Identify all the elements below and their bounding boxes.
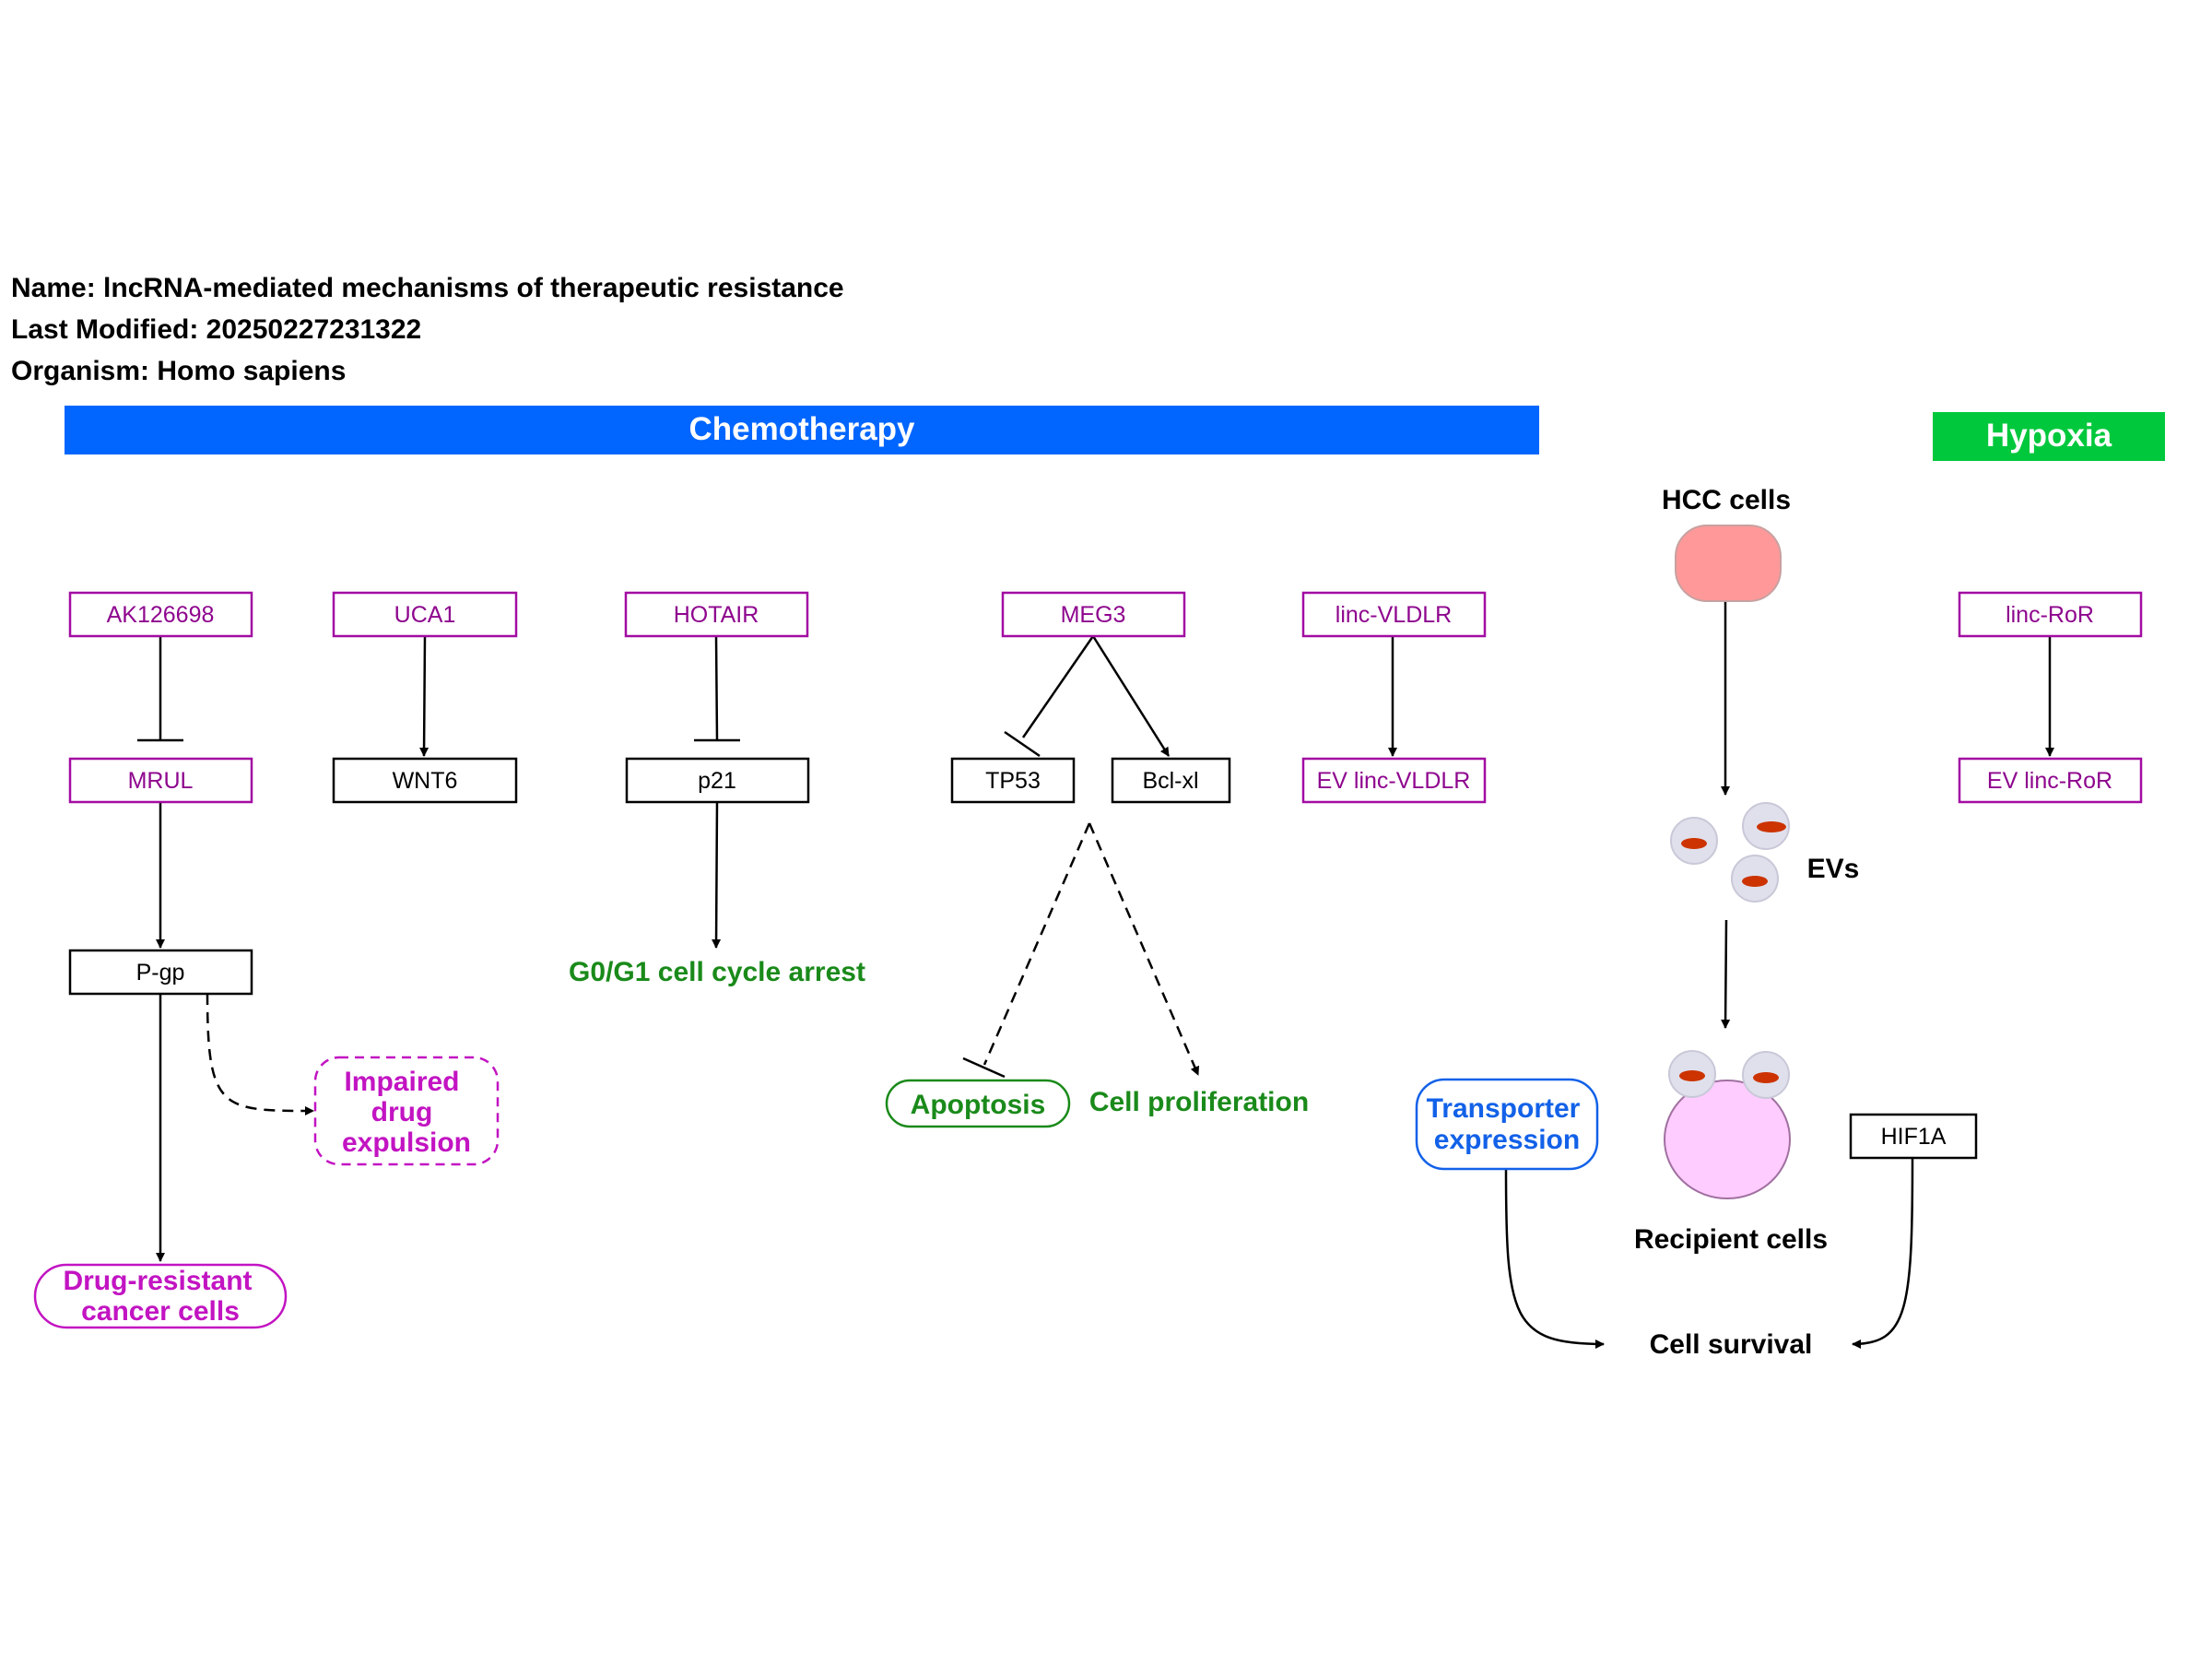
ev-cargo xyxy=(1753,1072,1779,1083)
edge-p21-g0g1 xyxy=(712,801,722,949)
node-bclxl[interactable]: Bcl-xl xyxy=(1111,757,1231,804)
evs-label: EVs xyxy=(1807,854,1860,884)
node-linc-vldlr[interactable]: linc-VLDLR xyxy=(1301,591,1487,638)
edge-transporter-cell-survival xyxy=(1504,1168,1605,1349)
chemotherapy-label: Chemotherapy xyxy=(688,411,915,447)
edge-uca1-wnt6 xyxy=(419,635,429,757)
edge-inhibits-apoptosis xyxy=(982,822,1091,1066)
outcome-apoptosis[interactable]: Apoptosis xyxy=(885,1079,1071,1128)
node-p21[interactable]: p21 xyxy=(625,757,810,804)
impaired-line-2: drug xyxy=(371,1097,433,1127)
node-linc-ror-label: linc-RoR xyxy=(2006,602,2094,628)
impaired-line-1: Impaired xyxy=(344,1067,459,1097)
ev-cargo xyxy=(1757,821,1786,832)
outcome-drug-resistant-cells[interactable]: Drug-resistant cancer cells xyxy=(33,1263,288,1329)
pathway-name: Name: lncRNA-mediated mechanisms of ther… xyxy=(11,273,844,303)
node-linc-vldlr-label: linc-VLDLR xyxy=(1335,602,1452,628)
last-modified: Last Modified: 20250227231322 xyxy=(11,314,421,345)
inhibition-bar-tp53 xyxy=(1004,730,1041,758)
node-hotair[interactable]: HOTAIR xyxy=(624,591,809,638)
node-wnt6-label: WNT6 xyxy=(393,768,458,794)
node-hif1a[interactable]: HIF1A xyxy=(1849,1113,1978,1160)
hypoxia-label: Hypoxia xyxy=(1986,418,2112,454)
edge-meg3-bclxl xyxy=(1091,635,1171,757)
node-pgp[interactable]: P-gp xyxy=(68,949,253,996)
edge-to-cell-proliferation xyxy=(1088,822,1200,1076)
recipient-cells-label: Recipient cells xyxy=(1634,1224,1828,1255)
node-hif1a-label: HIF1A xyxy=(1881,1124,1947,1150)
inhibition-bar-apoptosis xyxy=(962,1056,1006,1079)
node-meg3[interactable]: MEG3 xyxy=(1001,591,1186,638)
edge-evs-recipient xyxy=(1721,919,1731,1029)
hcc-cell-shape[interactable] xyxy=(1675,525,1782,602)
ev-cargo xyxy=(1681,838,1707,849)
node-p21-label: p21 xyxy=(698,768,736,794)
ev-cargo xyxy=(1742,876,1768,887)
evs-group[interactable] xyxy=(1670,802,1790,903)
outcome-cell-survival[interactable]: Cell survival xyxy=(1650,1329,1813,1360)
hypoxia-banner: Hypoxia xyxy=(1933,412,2165,461)
edge-meg3-inhibits-tp53 xyxy=(1021,635,1095,738)
chemotherapy-banner: Chemotherapy xyxy=(65,406,1539,454)
node-meg3-label: MEG3 xyxy=(1061,602,1126,628)
outcome-g0g1-arrest[interactable]: G0/G1 cell cycle arrest xyxy=(569,957,865,987)
recipient-cell-group[interactable] xyxy=(1664,1050,1791,1199)
node-ev-linc-ror[interactable]: EV linc-RoR xyxy=(1958,757,2143,804)
outcome-transporter-expression[interactable]: Transporter expression xyxy=(1415,1078,1599,1171)
transporter-line-2: expression xyxy=(1434,1125,1580,1155)
node-mrul-label: MRUL xyxy=(128,768,194,794)
outcome-impaired-drug-expulsion[interactable]: Impaired drug expulsion xyxy=(313,1056,500,1166)
drug-resistant-line-1: Drug-resistant xyxy=(63,1266,252,1296)
organism: Organism: Homo sapiens xyxy=(11,356,346,386)
node-linc-ror[interactable]: linc-RoR xyxy=(1958,591,2143,638)
edge-hif1a-cell-survival xyxy=(1852,1157,1914,1349)
node-ev-linc-vldlr[interactable]: EV linc-VLDLR xyxy=(1301,757,1487,804)
node-ak126698[interactable]: AK126698 xyxy=(68,591,253,638)
node-mrul[interactable]: MRUL xyxy=(68,757,253,804)
outcome-cell-proliferation[interactable]: Cell proliferation xyxy=(1089,1087,1309,1117)
node-tp53-label: TP53 xyxy=(985,768,1041,794)
node-ev-linc-vldlr-label: EV linc-VLDLR xyxy=(1317,768,1471,794)
node-tp53[interactable]: TP53 xyxy=(950,757,1076,804)
node-uca1[interactable]: UCA1 xyxy=(332,591,518,638)
transporter-line-1: Transporter xyxy=(1427,1093,1581,1124)
ev-cargo xyxy=(1679,1070,1705,1081)
node-ak126698-label: AK126698 xyxy=(107,602,215,628)
edge-hotair-inhibits-p21 xyxy=(714,635,719,741)
drug-resistant-line-2: cancer cells xyxy=(81,1296,240,1327)
hcc-cells-label: HCC cells xyxy=(1662,485,1791,515)
node-pgp-label: P-gp xyxy=(136,960,185,985)
apoptosis-label: Apoptosis xyxy=(911,1090,1046,1120)
node-uca1-label: UCA1 xyxy=(394,602,456,628)
impaired-line-3: expulsion xyxy=(342,1127,471,1158)
recipient-cell-shape xyxy=(1664,1080,1791,1199)
node-hotair-label: HOTAIR xyxy=(674,602,759,628)
edge-pgp-impaired-expulsion xyxy=(206,993,314,1115)
node-wnt6[interactable]: WNT6 xyxy=(332,757,518,804)
node-ev-linc-ror-label: EV linc-RoR xyxy=(1987,768,2112,794)
node-bclxl-label: Bcl-xl xyxy=(1142,768,1198,794)
